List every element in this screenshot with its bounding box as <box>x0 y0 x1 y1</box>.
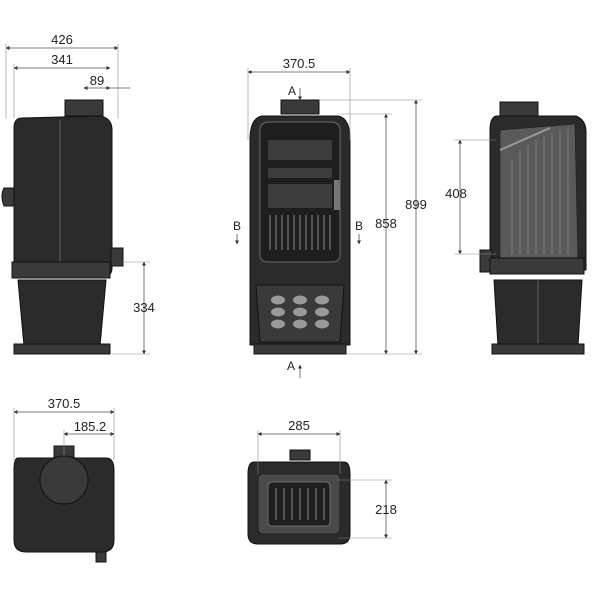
dim-bottom-firebox-depth: 218 <box>375 502 397 517</box>
front-grate <box>269 215 331 250</box>
dim-section-firebox-height: 408 <box>445 186 467 201</box>
side-view: 426 341 89 334 <box>1 32 155 355</box>
bottom-view: 285 218 <box>247 418 397 545</box>
top-view: 370.5 185.2 <box>13 396 115 563</box>
section-ribs <box>511 128 569 255</box>
side-base <box>17 279 107 347</box>
dim-top-width: 370.5 <box>48 396 81 411</box>
section-view: 408 <box>445 101 587 355</box>
dim-side-flue-offset: 89 <box>90 73 104 88</box>
dim-top-flue-offset: 185.2 <box>74 419 107 434</box>
side-outlet <box>110 247 124 267</box>
dim-side-total-width: 426 <box>51 32 73 47</box>
dim-front-width: 370.5 <box>283 56 316 71</box>
front-air-vents <box>271 295 329 329</box>
bottom-firebox-plate <box>267 481 331 527</box>
dim-front-body-height: 858 <box>375 216 397 231</box>
section-mark-b-right: B <box>355 219 363 233</box>
bottom-ribs <box>275 488 325 520</box>
section-mark-b-left: B <box>233 219 241 233</box>
front-view: 370.5 A A B B 858 899 <box>233 56 427 378</box>
side-upper-body <box>13 115 113 277</box>
dim-bottom-firebox-width: 285 <box>288 418 310 433</box>
section-mark-a-bottom: A <box>287 359 295 373</box>
side-handle <box>1 187 15 207</box>
dim-side-lower-height: 334 <box>133 300 155 315</box>
dim-front-total-height: 899 <box>405 197 427 212</box>
top-flue-collar <box>39 455 89 505</box>
dim-side-body-width: 341 <box>51 52 73 67</box>
section-mark-a-top: A <box>288 84 296 98</box>
